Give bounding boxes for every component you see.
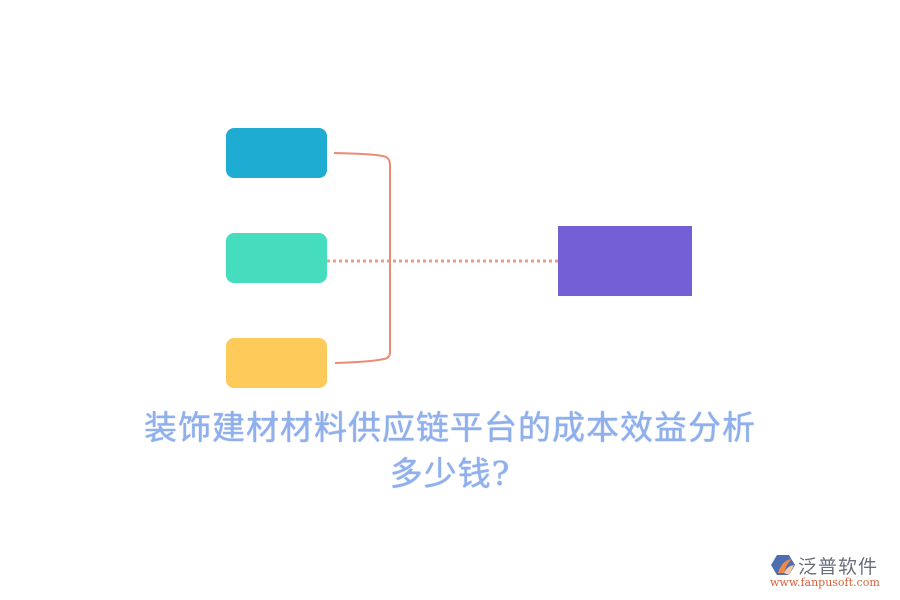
diagram-node-1	[226, 128, 327, 178]
diagram-node-2	[226, 233, 327, 283]
title-line-2: 多少钱?	[389, 454, 511, 493]
brand-logo: 泛普软件 www.fanpusoft.com	[768, 552, 896, 592]
logo-url: www.fanpusoft.com	[770, 576, 880, 589]
bracket-connector	[333, 152, 391, 364]
logo-name: 泛普软件	[798, 556, 879, 578]
diagram-node-3	[226, 338, 327, 388]
fanpu-logo-icon	[771, 555, 795, 575]
title-line-1: 装饰建材材料供应链平台的成本效益分析	[144, 408, 756, 447]
diagram-target-node	[558, 226, 692, 296]
diagram-title: 装饰建材材料供应链平台的成本效益分析 多少钱?	[0, 405, 900, 497]
